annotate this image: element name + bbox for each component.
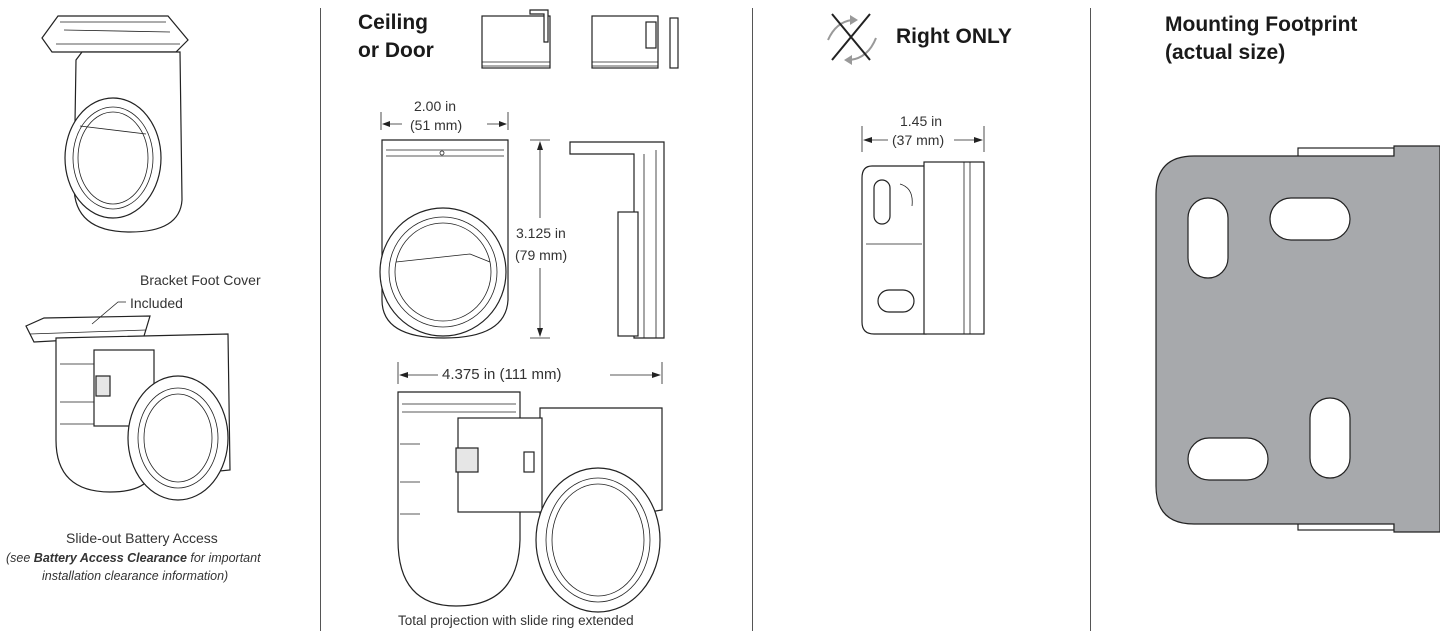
- ceiling-heading: Ceiling: [358, 11, 429, 34]
- projection-caption: Total projection with slide ring extende…: [398, 613, 634, 628]
- height-mm-label: (79 mm): [515, 247, 568, 263]
- battery-access-note-line1: (see Battery Access Clearance for import…: [6, 550, 261, 567]
- width-mm-label: (51 mm): [410, 117, 463, 133]
- note-suffix: for important: [186, 551, 261, 565]
- right-only-heading: Right ONLY: [896, 25, 1012, 48]
- battery-access-caption: Slide-out Battery Access: [66, 530, 218, 546]
- battery-clearance-reference: Battery Access Clearance: [33, 551, 187, 565]
- door-heading: or Door: [358, 39, 434, 62]
- projection-label: 4.375 in (111 mm): [442, 366, 562, 383]
- note-prefix: (see: [6, 551, 34, 565]
- divider-2: [752, 8, 753, 631]
- footprint-heading: Mounting Footprint: [1165, 13, 1358, 36]
- depth-mm-label: (37 mm): [892, 132, 945, 148]
- height-in-label: 3.125 in: [516, 225, 566, 241]
- foot-cover-callout-line1: Bracket Foot Cover: [140, 272, 261, 288]
- divider-1: [320, 8, 321, 631]
- foot-cover-callout-line2: Included: [130, 295, 183, 311]
- depth-in-label: 1.45 in: [900, 113, 943, 129]
- width-in-label: 2.00 in: [414, 98, 457, 114]
- cross-icon: [831, 13, 871, 61]
- footprint-subheading: (actual size): [1165, 41, 1286, 64]
- battery-access-note-line2: installation clearance information): [42, 569, 229, 583]
- divider-3: [1090, 8, 1091, 631]
